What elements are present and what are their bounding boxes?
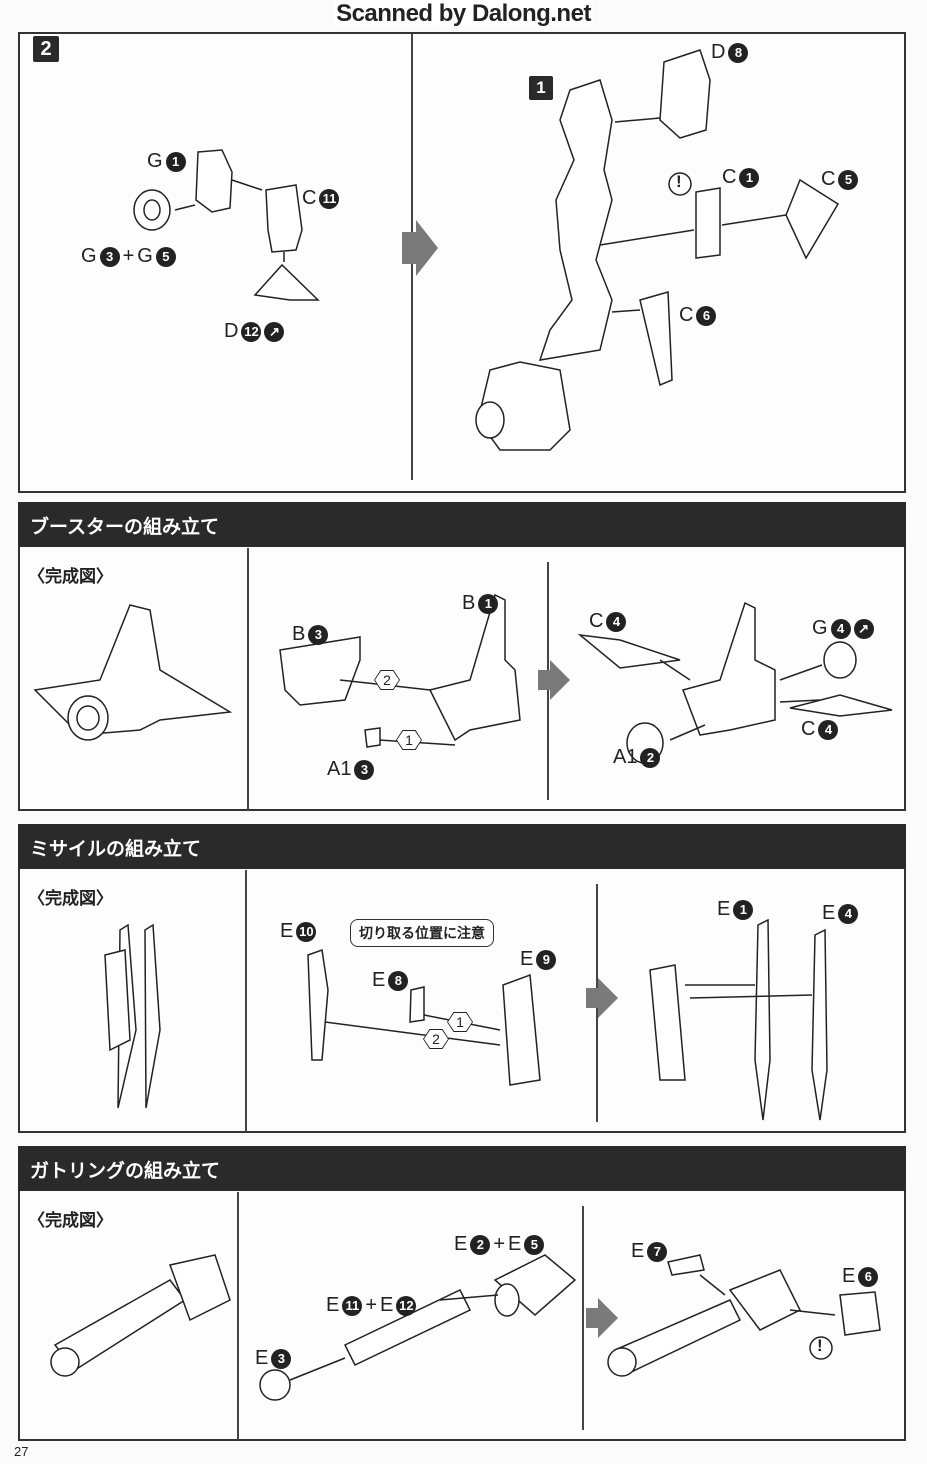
- booster-section-title: ブースターの組み立て: [18, 502, 906, 548]
- nipper-icon: ↗: [264, 321, 285, 342]
- gatling-section-title: ガトリングの組み立て: [18, 1146, 906, 1192]
- gatling-parts: [50, 1254, 881, 1401]
- watermark: Scanned by Dalong.net: [334, 0, 593, 27]
- missile-arrow: [586, 978, 618, 1018]
- cut-position-caution-callout: 切り取る位置に注意: [350, 919, 494, 947]
- missile-parts: [104, 918, 828, 1121]
- divider: [582, 1206, 584, 1430]
- completed-view-label: 〈完成図〉: [28, 889, 113, 908]
- gatling-arrow: [586, 1298, 618, 1338]
- missile-section-title: ミサイルの組み立て: [18, 824, 906, 870]
- page-number: 27: [14, 1444, 29, 1459]
- booster-parts: [33, 593, 893, 764]
- step2-left-parts: [133, 49, 840, 451]
- step2-arrow: [402, 220, 438, 276]
- sub-step-badge: 1: [529, 76, 553, 100]
- completed-view-label: 〈完成図〉: [28, 1211, 113, 1230]
- divider: [247, 548, 249, 810]
- order-2-marker: 2: [423, 1029, 449, 1049]
- divider: [245, 870, 247, 1132]
- order-1-marker: 1: [396, 730, 422, 750]
- caution-icon: !: [817, 1336, 823, 1355]
- step-number-badge: 2: [33, 36, 59, 62]
- divider: [237, 1192, 239, 1440]
- caution-icon: !: [676, 172, 682, 191]
- nipper-icon: ↗: [853, 618, 874, 639]
- order-2-marker: 2: [374, 670, 400, 690]
- booster-arrow: [538, 660, 570, 700]
- completed-view-label: 〈完成図〉: [28, 567, 113, 586]
- order-1-marker: 1: [447, 1012, 473, 1032]
